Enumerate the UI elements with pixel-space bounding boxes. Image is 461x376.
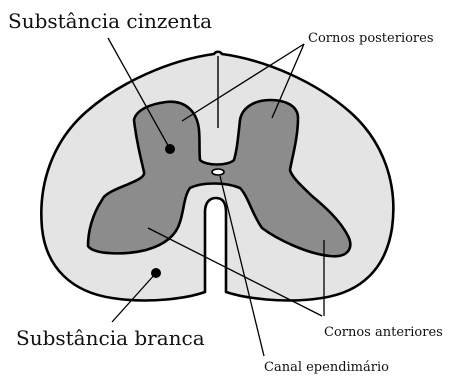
label-posterior-horns: Cornos posteriores bbox=[308, 31, 434, 46]
label-white-matter: Substância branca bbox=[16, 326, 205, 350]
label-central-canal: Canal ependimário bbox=[264, 360, 389, 375]
label-gray-matter: Substância cinzenta bbox=[8, 9, 212, 33]
central-canal bbox=[212, 169, 224, 175]
label-anterior-horns: Cornos anteriores bbox=[324, 325, 443, 340]
